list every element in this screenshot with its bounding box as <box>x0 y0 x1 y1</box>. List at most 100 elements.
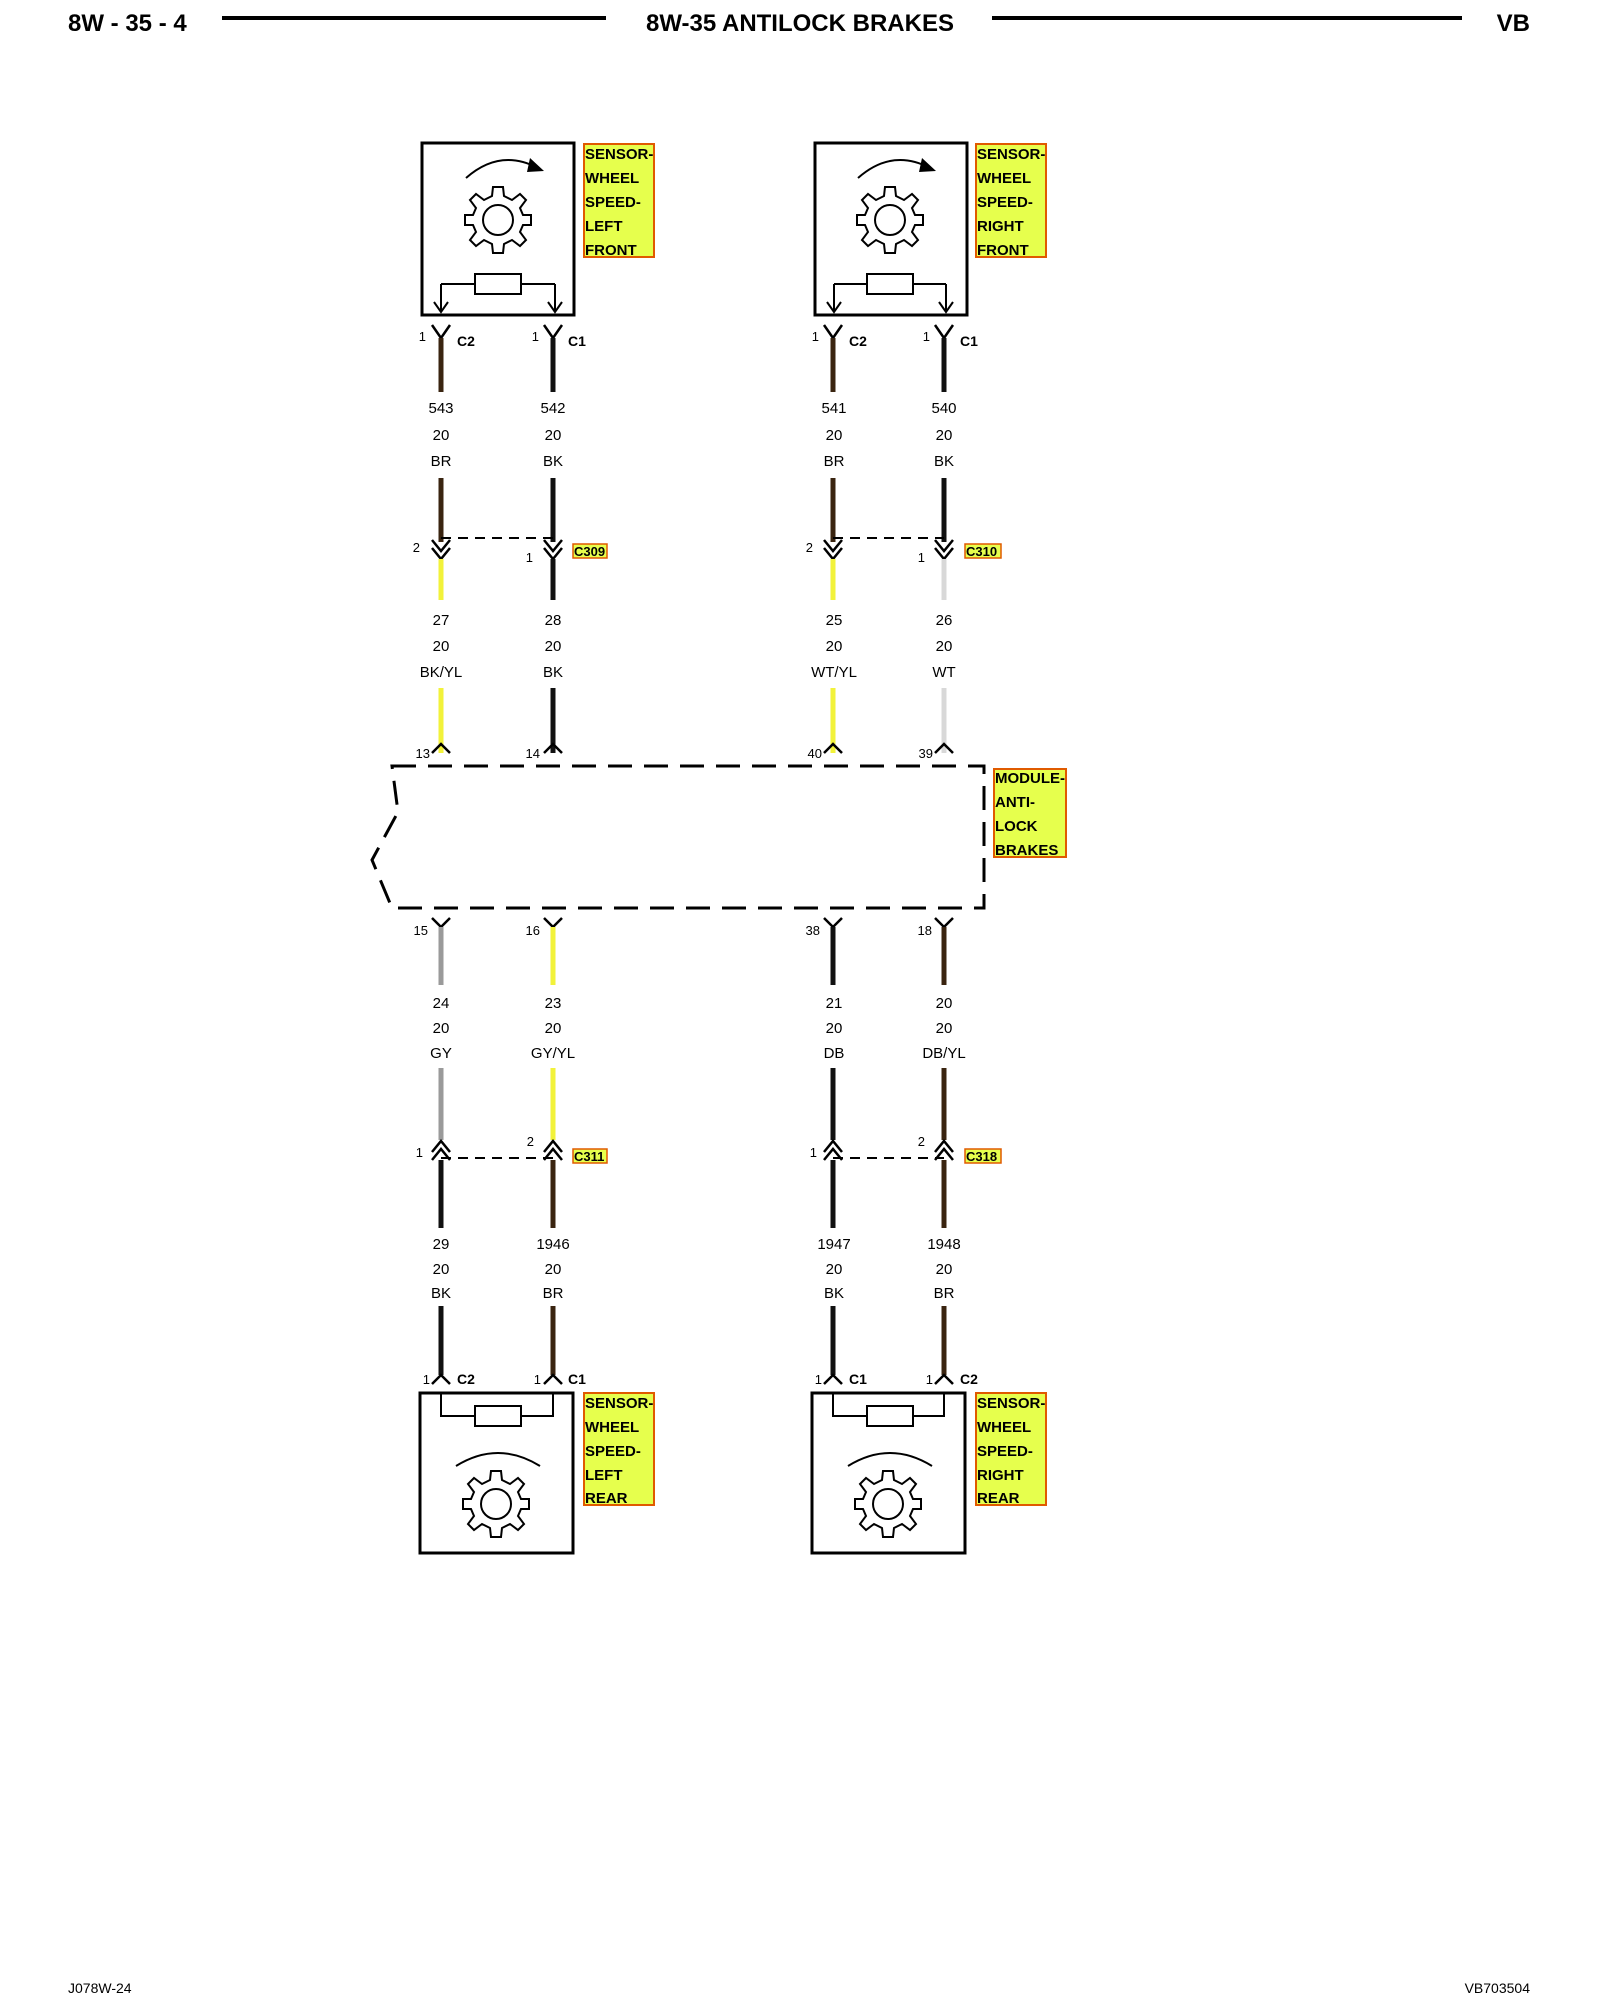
svg-text:20: 20 <box>433 1261 450 1278</box>
svg-text:20: 20 <box>936 427 953 444</box>
connector-lf-c1: C1 <box>568 333 586 349</box>
gear-icon <box>854 1470 922 1538</box>
rotation-arrow-icon <box>527 158 544 172</box>
rotation-arrow-icon <box>919 158 936 172</box>
svg-text:38: 38 <box>806 923 820 938</box>
svg-text:1946: 1946 <box>536 1236 569 1253</box>
svg-text:542: 542 <box>540 400 565 417</box>
gear-icon <box>464 186 532 254</box>
svg-text:1: 1 <box>419 329 426 344</box>
svg-text:20: 20 <box>936 1020 953 1037</box>
svg-text:20: 20 <box>545 1020 562 1037</box>
svg-text:1: 1 <box>416 1145 423 1160</box>
svg-text:543: 543 <box>428 400 453 417</box>
connector-rr-c2: C2 <box>960 1371 978 1387</box>
svg-text:2: 2 <box>918 1134 925 1149</box>
footer-right-code: VB703504 <box>1465 1980 1531 1996</box>
svg-text:SPEED-: SPEED- <box>585 1443 641 1460</box>
sensor-left-front <box>420 141 576 317</box>
svg-text:BK: BK <box>934 453 954 470</box>
svg-text:SENSOR-: SENSOR- <box>977 146 1045 163</box>
svg-text:20: 20 <box>936 995 953 1012</box>
connector-rr-c1: C1 <box>849 1371 867 1387</box>
svg-text:WT: WT <box>932 664 955 681</box>
svg-text:20: 20 <box>545 427 562 444</box>
gear-icon <box>462 1470 530 1538</box>
svg-text:MODULE-: MODULE- <box>995 770 1065 787</box>
svg-text:1: 1 <box>534 1372 541 1387</box>
svg-text:1: 1 <box>815 1372 822 1387</box>
wires-front-upper <box>438 338 947 542</box>
svg-text:SENSOR-: SENSOR- <box>977 1395 1045 1412</box>
svg-text:28: 28 <box>545 612 562 629</box>
svg-text:SPEED-: SPEED- <box>977 1443 1033 1460</box>
svg-text:1947: 1947 <box>817 1236 850 1253</box>
svg-text:LOCK: LOCK <box>995 818 1038 835</box>
svg-text:2: 2 <box>806 540 813 555</box>
svg-text:WHEEL: WHEEL <box>977 1419 1031 1436</box>
svg-text:40: 40 <box>808 746 822 761</box>
svg-text:20: 20 <box>545 638 562 655</box>
svg-text:25: 25 <box>826 612 843 629</box>
gear-icon <box>856 186 924 254</box>
svg-text:20: 20 <box>826 1020 843 1037</box>
label-sensor-right-rear: SENSOR- WHEEL SPEED- RIGHT REAR <box>975 1392 1047 1507</box>
wires-rear-upper <box>438 927 947 1140</box>
svg-text:26: 26 <box>936 612 953 629</box>
svg-text:WHEEL: WHEEL <box>977 170 1031 187</box>
svg-text:27: 27 <box>433 612 450 629</box>
svg-text:BK: BK <box>543 453 563 470</box>
svg-text:SENSOR-: SENSOR- <box>585 146 653 163</box>
svg-text:20: 20 <box>545 1261 562 1278</box>
svg-text:2: 2 <box>413 540 420 555</box>
svg-text:29: 29 <box>433 1236 450 1253</box>
svg-text:24: 24 <box>433 995 450 1012</box>
svg-text:SPEED-: SPEED- <box>977 194 1033 211</box>
svg-text:BK: BK <box>824 1285 844 1302</box>
connector-lr-c2: C2 <box>457 1371 475 1387</box>
svg-text:BRAKES: BRAKES <box>995 842 1058 859</box>
connector-c310: C310 <box>823 537 1002 561</box>
svg-text:BK/YL: BK/YL <box>420 664 463 681</box>
svg-text:C310: C310 <box>966 544 997 559</box>
svg-text:REAR: REAR <box>585 1490 628 1507</box>
wires-rear-lower <box>438 1160 947 1375</box>
svg-text:BR: BR <box>431 453 452 470</box>
svg-text:13: 13 <box>416 746 430 761</box>
front-sensor-connectors <box>430 324 955 341</box>
svg-text:SPEED-: SPEED- <box>585 194 641 211</box>
svg-text:REAR: REAR <box>977 1490 1020 1507</box>
label-sensor-left-rear: SENSOR- WHEEL SPEED- LEFT REAR <box>583 1392 655 1507</box>
connector-rf-c1: C1 <box>960 333 978 349</box>
label-sensor-right-front: SENSOR- WHEEL SPEED- RIGHT FRONT <box>975 143 1047 259</box>
svg-text:15: 15 <box>414 923 428 938</box>
svg-text:540: 540 <box>931 400 956 417</box>
svg-text:1948: 1948 <box>927 1236 960 1253</box>
svg-text:BR: BR <box>934 1285 955 1302</box>
sensor-left-rear <box>418 1391 575 1555</box>
svg-text:20: 20 <box>826 638 843 655</box>
svg-text:20: 20 <box>433 638 450 655</box>
wires-front-lower <box>438 559 947 753</box>
connector-c311: C311 <box>431 1139 608 1164</box>
svg-text:39: 39 <box>919 746 933 761</box>
svg-text:20: 20 <box>936 1261 953 1278</box>
svg-text:RIGHT: RIGHT <box>977 1467 1024 1484</box>
connector-rf-c2: C2 <box>849 333 867 349</box>
svg-text:2: 2 <box>527 1134 534 1149</box>
connector-lr-c1: C1 <box>568 1371 586 1387</box>
svg-text:SENSOR-: SENSOR- <box>585 1395 653 1412</box>
svg-text:20: 20 <box>433 427 450 444</box>
svg-text:LEFT: LEFT <box>585 218 623 235</box>
svg-text:BR: BR <box>824 453 845 470</box>
svg-text:20: 20 <box>826 1261 843 1278</box>
svg-text:1: 1 <box>423 1372 430 1387</box>
connector-c318: C318 <box>823 1139 1002 1164</box>
svg-text:20: 20 <box>433 1020 450 1037</box>
svg-text:541: 541 <box>821 400 846 417</box>
footer-left-code: J078W-24 <box>68 1980 132 1996</box>
svg-text:LEFT: LEFT <box>585 1467 623 1484</box>
svg-text:FRONT: FRONT <box>585 242 637 259</box>
svg-text:BK: BK <box>431 1285 451 1302</box>
